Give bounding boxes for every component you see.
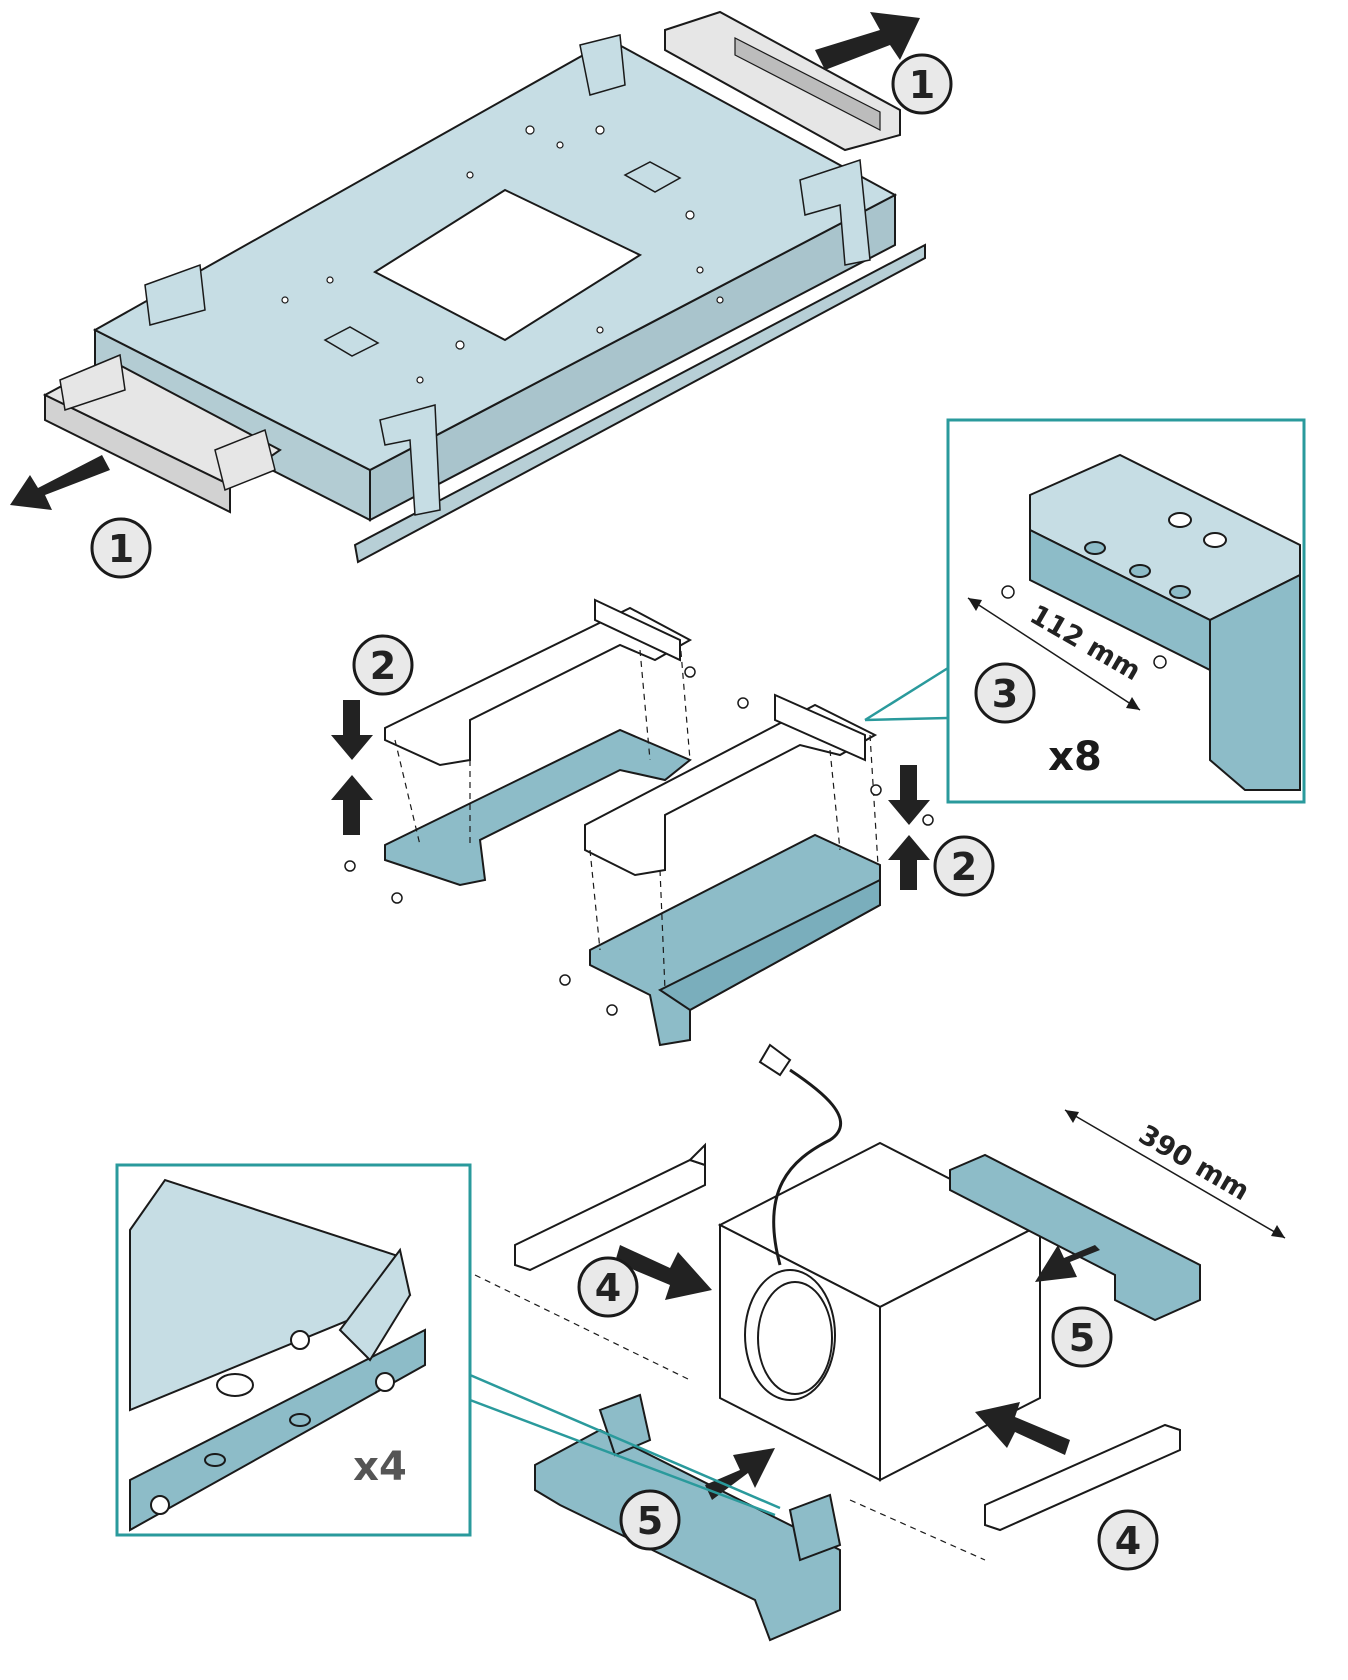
step-5-badge-left: 5 [619, 1489, 681, 1551]
front-rail-bracket [42, 353, 282, 514]
step-5-label: 5 [637, 1499, 663, 1543]
dimension-390-label: 390 mm [1133, 1119, 1254, 1207]
step-4-badge-right: 4 [1097, 1509, 1159, 1571]
rail-left-upper [514, 1142, 706, 1272]
arrow-left-icon [10, 455, 110, 510]
step-3-label: 3 [992, 672, 1018, 716]
rear-rail-bracket [664, 10, 901, 152]
step-2-badge-right: 2 [933, 835, 995, 897]
support-bracket-right [949, 1153, 1201, 1322]
arrows-left [331, 700, 373, 835]
step-4-label: 4 [595, 1266, 621, 1310]
step-1-badge-bottom: 1 [90, 517, 152, 579]
bracket-assembly-right [584, 693, 881, 1047]
multiplier-x4-label: x4 [353, 1444, 407, 1490]
rail-right-lower [984, 1423, 1181, 1532]
step-5-badge-right: 5 [1051, 1306, 1113, 1368]
multiplier-x8-label: x8 [1048, 734, 1102, 780]
detail-callout-screws: 112 mm 3 x8 [946, 418, 1306, 804]
step-4-badge-left: 4 [577, 1256, 639, 1318]
step-1-badge-top: 1 [891, 53, 953, 115]
step-5-label: 5 [1069, 1316, 1095, 1360]
screw-icon [344, 666, 934, 1016]
step-1-label: 1 [909, 63, 935, 107]
arrows-right [888, 765, 930, 890]
step-2-label: 2 [370, 644, 396, 688]
step-1-label: 1 [108, 527, 134, 571]
detail-callout-support: x4 [115, 1163, 472, 1537]
step-4-label: 4 [1115, 1519, 1141, 1563]
bracket-assembly-left [384, 598, 693, 887]
step-2-badge-left: 2 [352, 634, 414, 696]
support-bracket-left [534, 1393, 842, 1642]
arrow-right-icon [815, 12, 920, 70]
arrows-bottom [615, 1245, 1100, 1500]
step-2-label: 2 [951, 845, 977, 889]
